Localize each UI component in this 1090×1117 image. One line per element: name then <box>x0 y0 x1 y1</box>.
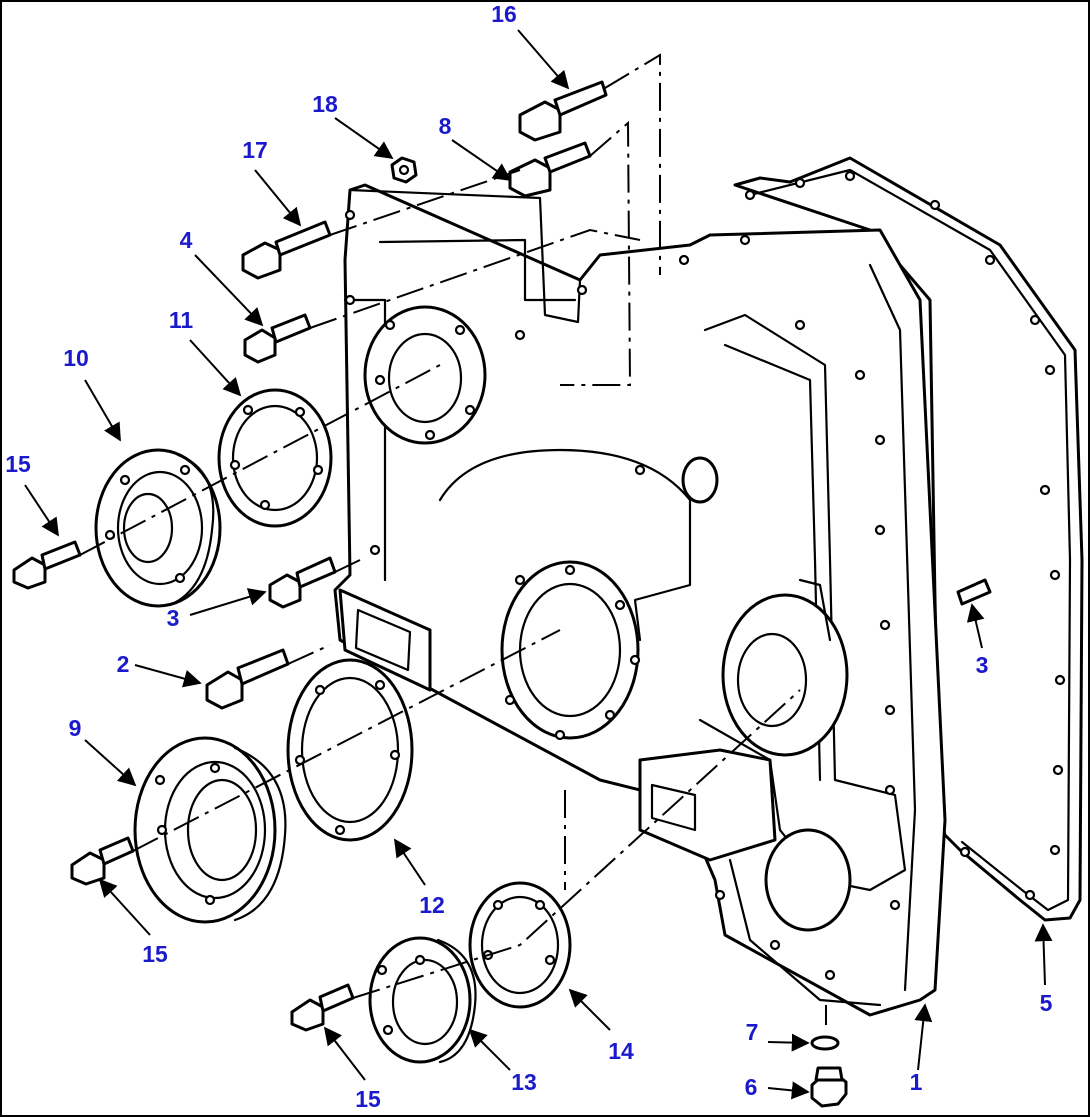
o-ring-7 <box>810 1035 840 1051</box>
housing-gasket <box>733 156 1084 922</box>
gasket-10 <box>286 658 414 842</box>
callout-11: 10 <box>63 345 89 371</box>
plug-6 <box>810 1066 848 1108</box>
callout-13: 13 <box>511 1069 537 1095</box>
callout-8: 8 <box>439 113 452 139</box>
bearing-cover-9 <box>133 736 287 924</box>
gasket-12 <box>217 388 333 528</box>
callout-14: 14 <box>608 1038 634 1064</box>
callout-17: 17 <box>242 137 268 163</box>
bolt-3-right <box>956 578 992 606</box>
callout-1: 1 <box>910 1069 923 1095</box>
callout-labels: 16 18 8 17 4 11 10 15 3 2 9 15 12 15 13 … <box>5 1 1052 1112</box>
callout-9: 9 <box>69 715 82 741</box>
callout-12: 11 <box>169 307 194 333</box>
bolt-17 <box>241 220 332 280</box>
nut-18 <box>390 156 418 184</box>
callout-3-left: 3 <box>167 605 180 631</box>
bearing-cover-11 <box>94 448 222 608</box>
bolt-15-top <box>12 540 82 590</box>
callout-16: 16 <box>491 1 517 27</box>
callout-18: 18 <box>312 91 338 117</box>
front-housing <box>333 183 947 1017</box>
bolt-3-left <box>268 556 337 609</box>
leader-lines <box>24 29 1053 1100</box>
callout-6: 6 <box>745 1074 758 1100</box>
callout-15-mid: 15 <box>142 941 168 967</box>
callout-15-bottom: 15 <box>355 1086 381 1112</box>
bolt-8 <box>508 141 592 198</box>
callout-2: 2 <box>117 651 130 677</box>
callout-5: 5 <box>1040 990 1053 1016</box>
callout-15-top: 15 <box>5 451 31 477</box>
bolts <box>12 80 992 1108</box>
center-lines <box>79 53 827 1025</box>
callout-4: 4 <box>180 227 193 253</box>
bolt-16 <box>518 80 608 142</box>
bolt-15-bottom <box>290 983 355 1032</box>
bearing-cover-13 <box>368 936 477 1064</box>
bolt-4 <box>243 313 312 364</box>
bolt-2 <box>205 648 290 710</box>
bolt-15-mid <box>70 836 135 886</box>
callout-10: 12 <box>419 892 445 918</box>
callout-3-right: 3 <box>976 652 989 678</box>
callout-7: 7 <box>746 1019 759 1045</box>
